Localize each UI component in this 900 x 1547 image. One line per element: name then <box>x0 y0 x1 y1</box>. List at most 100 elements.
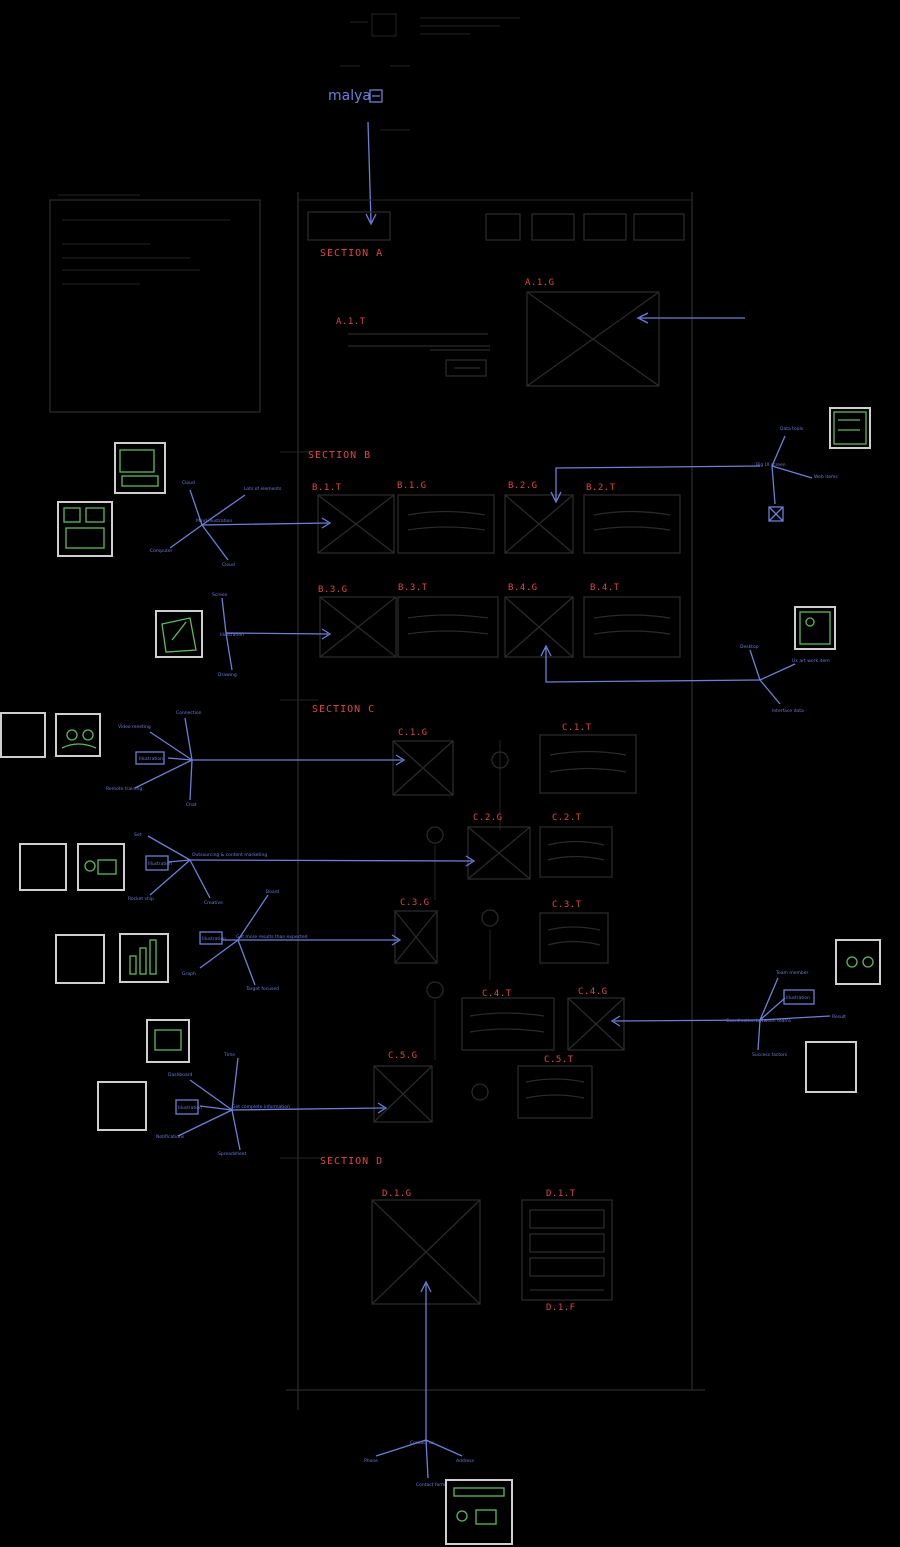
section-c-title: SECTION C <box>312 704 375 715</box>
annotation-text: Cloud <box>182 480 195 486</box>
annotation-text: Chat <box>186 802 197 808</box>
c4-mindmap: Team member Illustration Coordination be… <box>610 939 881 1093</box>
annotation-text: C.2.G <box>473 813 503 823</box>
label-a1g: A.1.G <box>525 278 555 288</box>
notes-panel <box>49 194 261 413</box>
annotation-text: D.1.T <box>546 1189 576 1199</box>
annotation-text: Illustration <box>786 995 810 1001</box>
annotation-text: Computer <box>150 548 173 554</box>
c4-blocks <box>461 997 625 1051</box>
annotation-text: C.1.T <box>562 723 592 733</box>
logo-arrow <box>367 121 372 223</box>
annotation-text: Contact us <box>410 1440 435 1446</box>
label-b4g: B.4.G <box>508 583 538 593</box>
label-b2t: B.2.T <box>586 483 616 493</box>
annotation-text: Get complete information <box>232 1104 290 1110</box>
annotation-text: C.1.G <box>398 728 428 738</box>
annotation-text: Data tools <box>780 426 804 432</box>
annotation-text: Screen <box>212 592 228 598</box>
annotation-text: Spreadsheet <box>218 1151 247 1157</box>
annotation-text: Success factors <box>752 1052 788 1058</box>
logo: malya <box>328 88 383 104</box>
annotation-text: Lots of elements <box>244 486 282 492</box>
nav-item-3 <box>583 213 627 241</box>
annotation-text: Illustration <box>139 756 163 762</box>
annotation-text: Connection <box>176 710 202 716</box>
d-mindmap: Contact us Phone Address Contact form <box>364 1280 513 1545</box>
annotation-text: Contact form <box>416 1482 445 1488</box>
nav-item-4 <box>633 213 685 241</box>
annotation-text: Illustration <box>148 861 172 867</box>
annotation-text: Coordination between teams <box>726 1018 792 1024</box>
annotation-text: Illustration <box>202 936 226 942</box>
nav-item-1 <box>485 213 521 241</box>
annotation-text: C.3.G <box>400 898 430 908</box>
b-right-mindmap-2: Desktop Ux art work item Interface data <box>540 606 836 714</box>
annotation-text: Team member <box>775 970 808 976</box>
annotation-text: Dashboard <box>168 1072 193 1078</box>
page-frame <box>280 192 705 1410</box>
c5-mindmap: Time Dashboard Illustration Get complete… <box>97 1019 388 1157</box>
annotation-text: C.3.T <box>552 900 582 910</box>
annotation-text: Rocket ship <box>128 896 154 902</box>
c3-mindmap: Board Illustration Got more results than… <box>55 889 402 992</box>
annotation-text: Got more results than expected <box>236 934 308 940</box>
annotation-text: D.1.G <box>382 1189 412 1199</box>
label-b1g: B.1.G <box>397 481 427 491</box>
annotation-text: C.4.T <box>482 989 512 999</box>
annotation-text: Board <box>266 889 279 895</box>
section-b-title: SECTION B <box>308 450 371 461</box>
c1-blocks <box>392 734 637 796</box>
label-b3g: B.3.G <box>318 585 348 595</box>
annotation-text: D.1.F <box>546 1303 576 1313</box>
annotation-text: Web items <box>814 474 838 480</box>
a1-text-block <box>348 333 490 377</box>
annotation-text: Big UI screen <box>756 462 786 468</box>
annotation-text: C.2.T <box>552 813 582 823</box>
annotation-text: Notifications <box>156 1134 185 1140</box>
annotation-text: Video meeting <box>118 724 151 730</box>
label-a1t: A.1.T <box>336 317 366 327</box>
annotation-text: Interface data <box>772 708 804 714</box>
annotation-text: Cloud <box>222 562 235 568</box>
c5-blocks <box>373 1065 593 1123</box>
annotation-text: C.5.T <box>544 1055 574 1065</box>
c1-mindmap: Connection Video meeting Illustration Re… <box>0 710 406 808</box>
annotation-text: Desktop <box>740 644 759 650</box>
annotation-text: Illustration <box>220 632 244 638</box>
b-left-mindmap-1: Cloud Lots of elements Mind illustration… <box>150 480 332 568</box>
nav-item-2 <box>531 213 575 241</box>
annotation-text: Mind illustration <box>196 518 232 524</box>
a1-image-placeholder <box>526 291 660 387</box>
annotation-text: Outsourcing & content marketing <box>192 852 267 858</box>
annotation-text: Creative <box>204 900 223 906</box>
c2-blocks <box>467 826 613 880</box>
b-right-mindmap-1: Data tools Big UI screen Web items <box>550 407 871 522</box>
label-b3t: B.3.T <box>398 583 428 593</box>
annotation-text: Address <box>456 1458 475 1464</box>
annotation-text: Drawing <box>218 672 237 678</box>
c-spine <box>426 740 509 1101</box>
b-left-mindmap-2: Screen Illustration Drawing <box>155 592 332 678</box>
annotation-text: C.4.G <box>578 987 608 997</box>
annotation-text: Result <box>832 1014 846 1020</box>
annotation-text: C.5.G <box>388 1051 418 1061</box>
nav-logo-box <box>307 211 391 241</box>
annotation-text: Time <box>223 1052 235 1058</box>
annotation-text: Ux art work item <box>792 658 830 664</box>
annotation-text: Set <box>134 832 142 838</box>
annotation-text: Graph <box>182 971 196 977</box>
c2-mindmap: Set Illustration Outsourcing & content m… <box>19 832 476 906</box>
annotation-text: Target focused <box>245 986 279 992</box>
section-d-title: SECTION D <box>320 1156 383 1167</box>
label-b2g: B.2.G <box>508 481 538 491</box>
b-left-sketch-1 <box>57 442 166 557</box>
b-row1 <box>317 494 681 554</box>
b-row2 <box>319 596 681 658</box>
annotation-text: Phone <box>364 1458 378 1464</box>
label-b4t: B.4.T <box>590 583 620 593</box>
annotation-text: Illustration <box>178 1105 202 1111</box>
label-b1t: B.1.T <box>312 483 342 493</box>
c3-blocks <box>394 910 609 964</box>
